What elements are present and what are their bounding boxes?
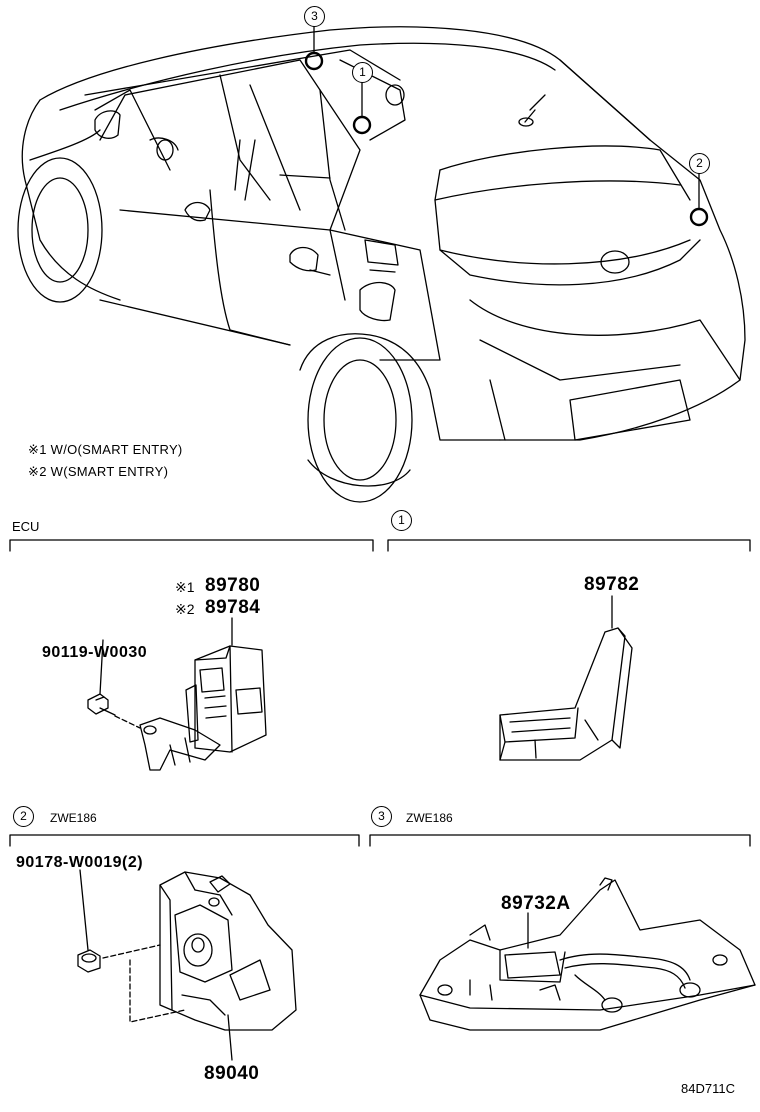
ecu-part-number-2[interactable]: 89784 [205,597,261,618]
ecu-mark-2: ※2 [175,601,195,617]
location-ring-1 [352,115,372,135]
note-with-smart-entry: ※2 W(SMART ENTRY) [28,464,169,479]
section-2-bracket [9,834,360,847]
bolt-install-line [114,715,141,729]
ecu-section-bracket [9,539,374,552]
antenna-part-number[interactable]: 89782 [584,574,640,595]
callout-1: 1 [352,62,373,83]
ecu-mark-1: ※1 [175,579,195,595]
section-1-number: 1 [391,510,412,531]
car-illustration [17,26,746,503]
overhead-module-part-number[interactable]: 89732A [501,893,571,914]
ecu-module-drawing [87,645,267,771]
section-3-title: ZWE186 [406,811,453,825]
overhead-module-drawing [419,877,756,1031]
sensor-drawing [159,871,297,1031]
callout-2: 2 [689,153,710,174]
section-3-number: 3 [371,806,392,827]
note-without-smart-entry: ※1 W/O(SMART ENTRY) [28,442,183,457]
screw-drawing [77,949,101,973]
bolt-leader [99,639,104,695]
ecu-part-number-1[interactable]: 89780 [205,575,261,596]
sensor-part-number[interactable]: 89040 [204,1063,260,1084]
screw-part-number[interactable]: 90178-W0019(2) [16,854,144,871]
section-2-title: ZWE186 [50,811,97,825]
callout-3: 3 [304,6,325,27]
antenna-drawing [499,627,633,761]
screw-leader [79,869,89,951]
sensor-leader [227,1014,233,1061]
section-1-bracket [387,539,751,552]
section-3-bracket [369,834,751,847]
ecu-section-title: ECU [12,519,40,534]
location-ring-2 [689,207,709,227]
bolt-part-number[interactable]: 90119-W0030 [42,644,148,661]
diagram-code: 84D711C [681,1081,735,1096]
location-ring-3 [304,51,324,71]
section-2-number: 2 [13,806,34,827]
